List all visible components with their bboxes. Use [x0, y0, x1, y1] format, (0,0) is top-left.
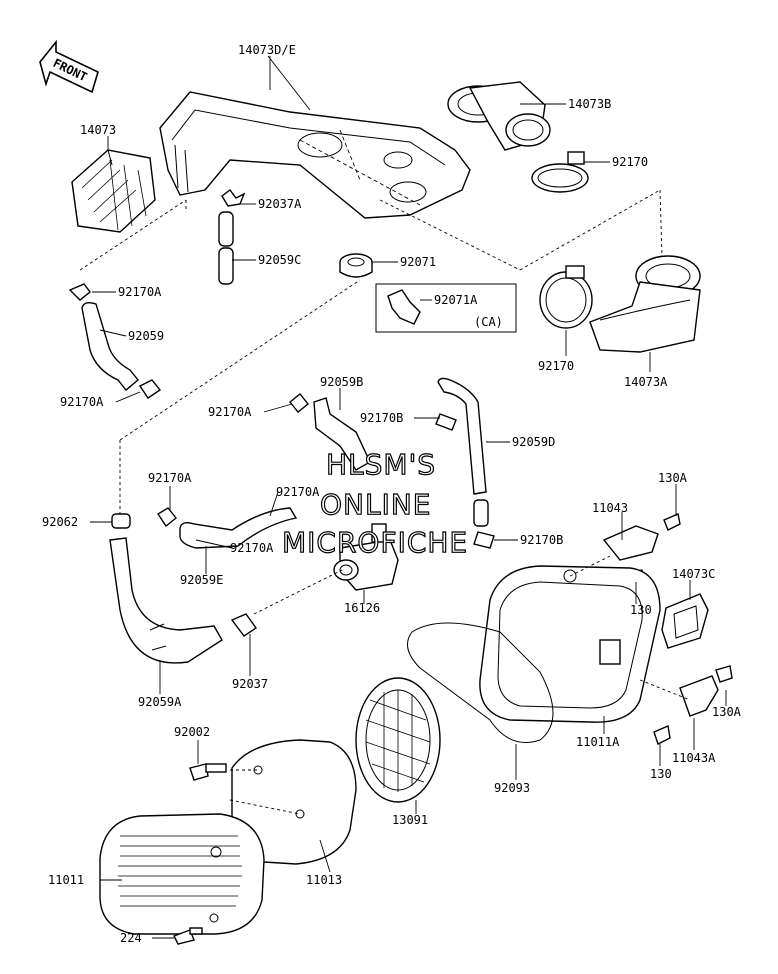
hose-92059 — [81, 301, 139, 391]
hose-92059d — [435, 377, 495, 549]
filter-housing-11011a — [479, 565, 661, 723]
label-14073: 14073 — [80, 123, 116, 137]
label-92170a-3: 92170A — [208, 405, 252, 419]
label-92170a-2: 92170A — [60, 395, 104, 409]
clip-92170a-3 — [289, 393, 309, 413]
label-16126: 16126 — [344, 601, 380, 615]
label-130-2: 130 — [650, 767, 672, 781]
label-13091: 13091 — [392, 813, 428, 827]
seal-92093 — [407, 622, 554, 743]
clip-92170a-2 — [138, 379, 162, 399]
label-130a-2: 130A — [712, 705, 742, 719]
bolt-92002 — [189, 763, 227, 781]
screw-224 — [173, 927, 203, 945]
part-labels: 14073D/E 14073B 14073 92170 92037A 92059… — [42, 43, 742, 945]
clip-92037 — [230, 613, 257, 637]
hose-92059b — [313, 397, 371, 471]
label-92170a-6: 92170A — [230, 541, 274, 555]
label-92059a: 92059A — [138, 695, 182, 709]
bolt-130a-2 — [715, 665, 733, 683]
label-92059d: 92059D — [512, 435, 555, 449]
label-11013: 11013 — [306, 873, 342, 887]
cover-11011 — [99, 813, 265, 935]
clip-92037a — [221, 189, 246, 207]
watermark-line-2: ONLINE — [320, 488, 431, 521]
elbow-duct-14073b — [447, 81, 551, 151]
gasket-14073c — [661, 593, 709, 649]
label-92037: 92037 — [232, 677, 268, 691]
clip-92170a-4 — [157, 507, 177, 528]
label-11011a: 11011A — [576, 735, 620, 749]
clamp-92170-top — [531, 151, 589, 193]
bracket-11043a — [679, 675, 719, 717]
duct-14073a — [589, 255, 701, 353]
label-11043a: 11043A — [672, 751, 716, 765]
bolt-130a-1 — [663, 513, 681, 531]
valve-16126 — [333, 523, 399, 591]
label-92059c: 92059C — [258, 253, 301, 267]
label-92037a: 92037A — [258, 197, 302, 211]
filter-block-14073 — [71, 149, 156, 233]
label-224: 224 — [120, 931, 142, 945]
label-92002: 92002 — [174, 725, 210, 739]
label-130-1: 130 — [630, 603, 652, 617]
label-92170-top: 92170 — [612, 155, 648, 169]
label-92059e: 92059E — [180, 573, 223, 587]
watermark: HLSM'S ONLINE MICROFICHE — [281, 447, 468, 559]
air-duct-14073de — [159, 91, 471, 219]
bolt-130-2 — [653, 725, 671, 745]
label-92093: 92093 — [494, 781, 530, 795]
label-92062: 92062 — [42, 515, 78, 529]
cap-92062 — [111, 513, 131, 529]
clip-92170a-1 — [68, 283, 91, 301]
label-92170a-4: 92170A — [148, 471, 192, 485]
label-14073a: 14073A — [624, 375, 668, 389]
grommet-92071 — [339, 253, 373, 278]
callout-92071a — [375, 283, 517, 333]
hose-92059e — [179, 507, 298, 549]
label-130a-1: 130A — [658, 471, 688, 485]
label-92170-mid: 92170 — [538, 359, 574, 373]
label-92071a: 92071A — [434, 293, 478, 307]
label-11011: 11011 — [48, 873, 84, 887]
label-ca: (CA) — [474, 315, 503, 329]
label-14073c: 14073C — [672, 567, 715, 581]
watermark-line-3: MICROFICHE — [282, 526, 468, 559]
label-92170b-1: 92170B — [360, 411, 403, 425]
bracket-11043 — [602, 525, 659, 561]
label-11043: 11043 — [592, 501, 628, 515]
leader-lines — [79, 55, 727, 939]
label-14073b: 14073B — [568, 97, 611, 111]
label-14073de: 14073D/E — [238, 43, 296, 57]
front-arrow: FRONT — [39, 39, 99, 94]
pipe-92059c — [218, 211, 234, 285]
label-92059b: 92059B — [320, 375, 363, 389]
clamp-92170-mid — [539, 265, 593, 329]
filter-element-13091 — [355, 677, 441, 803]
hose-92059a — [109, 537, 223, 664]
watermark-line-1: HLSM'S — [326, 448, 436, 481]
label-92170a-5: 92170A — [276, 485, 320, 499]
label-92170a-1: 92170A — [118, 285, 162, 299]
label-92071: 92071 — [400, 255, 436, 269]
label-92170b-2: 92170B — [520, 533, 563, 547]
label-92059: 92059 — [128, 329, 164, 343]
